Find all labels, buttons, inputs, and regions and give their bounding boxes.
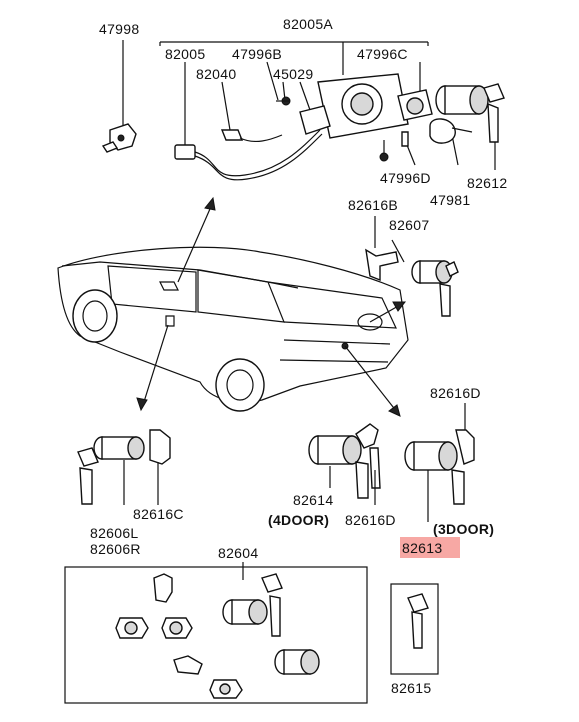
label-82606L: 82606L [90, 525, 139, 541]
label-47981: 47981 [430, 192, 471, 208]
car-body-drawing [57, 246, 409, 412]
label-82614: 82614 [293, 492, 334, 508]
highlight-82613 [400, 537, 460, 558]
part-82613-drawing [404, 403, 475, 522]
label-45029: 45029 [273, 66, 314, 82]
part-82606-drawing [77, 429, 171, 505]
label-82616D-top: 82616D [430, 385, 481, 401]
part-47998-drawing [101, 123, 137, 153]
label-82005: 82005 [165, 46, 206, 62]
top-leader-lines [122, 40, 496, 170]
label-82616B: 82616B [348, 197, 399, 213]
arrows [136, 196, 407, 417]
label-4door: (4DOOR) [268, 512, 330, 528]
part-82607-drawing [365, 216, 459, 317]
label-47998: 47998 [99, 21, 140, 37]
ignition-cylinder-drawing [429, 83, 505, 144]
key-82615-drawing [390, 583, 439, 675]
label-82613: 82613 [402, 540, 443, 556]
lock-housing-drawing [276, 73, 433, 162]
label-82616D-mid: 82616D [345, 512, 396, 528]
label-82616C: 82616C [133, 506, 184, 522]
harness-drawing [174, 129, 323, 181]
label-3door: (3DOOR) [433, 521, 495, 537]
label-82040: 82040 [196, 66, 237, 82]
label-82005A: 82005A [283, 16, 334, 32]
label-82606R: 82606R [90, 541, 141, 557]
label-47996B: 47996B [232, 46, 283, 62]
label-82607: 82607 [389, 217, 430, 233]
label-82615: 82615 [391, 680, 432, 696]
label-47996D: 47996D [380, 170, 431, 186]
label-47996C: 47996C [357, 46, 408, 62]
kit-82604-drawing [64, 562, 368, 704]
label-82612: 82612 [467, 175, 508, 191]
part-82614-drawing [308, 423, 381, 505]
label-82604: 82604 [218, 545, 259, 561]
